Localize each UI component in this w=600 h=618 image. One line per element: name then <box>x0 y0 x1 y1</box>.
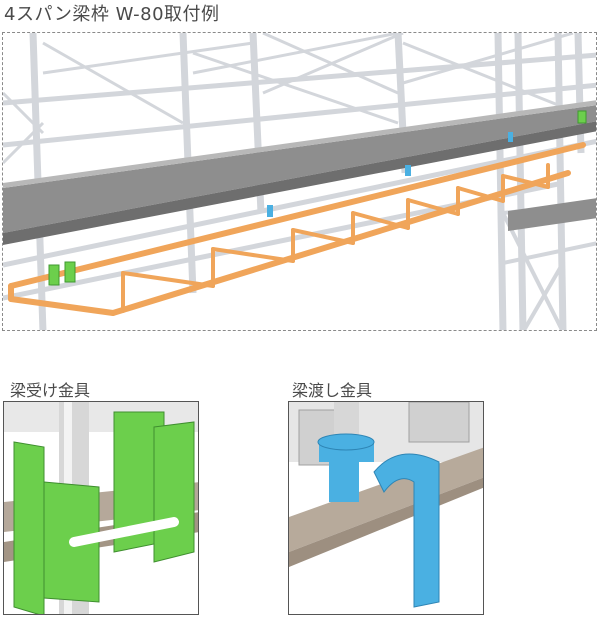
beam-receiver-brackets <box>48 110 587 286</box>
detail-caption-bridge: 梁渡し金具 <box>292 381 373 400</box>
detail-receiver-frame <box>3 401 199 615</box>
beam-bridge-brackets <box>267 132 513 217</box>
page-title: 4スパン梁枠 W-80取付例 <box>4 4 220 25</box>
blue-bracket-icon <box>289 402 483 608</box>
detail-caption-receiver: 梁受け金具 <box>10 381 91 400</box>
scaffold-beam-diagram <box>3 33 596 330</box>
detail-bridge-frame <box>288 401 484 615</box>
beam-frame <box>8 142 586 316</box>
green-bracket-icon <box>4 402 198 614</box>
deck-walkway <box>3 100 596 245</box>
main-illustration-frame <box>2 32 597 331</box>
